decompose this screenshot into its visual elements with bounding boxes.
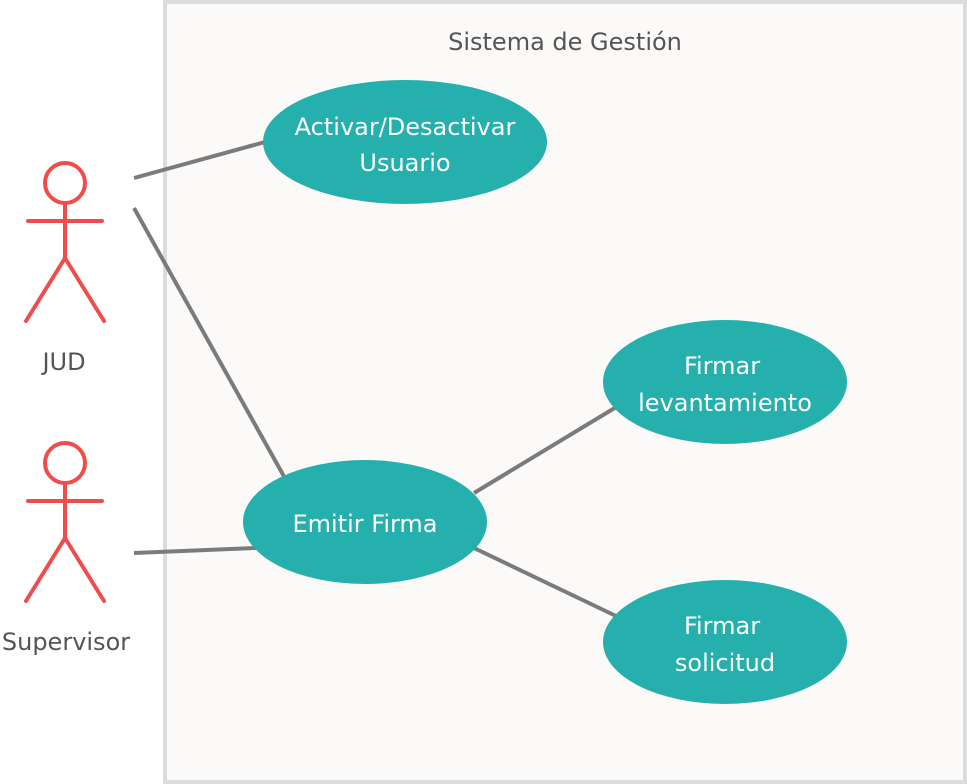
actor-jud[interactable]: JUD — [24, 161, 106, 376]
use-case-emitir-label: Emitir Firma — [292, 510, 437, 538]
use-case-solicitud-shape — [603, 580, 847, 704]
use-case-levantamiento-label-line1: Firmar — [684, 352, 760, 380]
association-jud-activar — [133, 140, 266, 180]
use-case-levantamiento-shape — [603, 320, 847, 444]
association-supervisor-emitir — [133, 546, 257, 555]
association-emitir-solicitud — [473, 546, 617, 618]
use-case-activar[interactable]: Activar/Desactivar Usuario — [263, 80, 547, 204]
use-case-activar-label-line2: Usuario — [359, 149, 450, 177]
actor-jud-label: JUD — [40, 348, 85, 376]
use-case-activar-shape — [263, 80, 547, 204]
use-case-activar-label-line1: Activar/Desactivar — [295, 113, 516, 141]
actor-jud-icon — [24, 161, 106, 323]
use-case-solicitud[interactable]: Firmar solicitud — [603, 580, 847, 704]
associations — [132, 140, 620, 618]
use-case-levantamiento[interactable]: Firmar levantamiento — [603, 320, 847, 444]
use-case-solicitud-label-line1: Firmar — [684, 612, 760, 640]
system-title: Sistema de Gestión — [448, 28, 682, 56]
use-case-levantamiento-label-line2: levantamiento — [638, 389, 812, 417]
use-case-emitir-shape — [243, 460, 487, 584]
use-case-solicitud-label-line2: solicitud — [675, 649, 775, 677]
association-emitir-levantamiento — [472, 404, 620, 495]
association-jud-emitir — [132, 207, 288, 481]
actor-supervisor-label: Supervisor — [2, 628, 130, 656]
actor-supervisor-icon — [24, 441, 106, 603]
use-case-emitir[interactable]: Emitir Firma — [243, 460, 487, 584]
actor-supervisor[interactable]: Supervisor — [2, 441, 130, 656]
